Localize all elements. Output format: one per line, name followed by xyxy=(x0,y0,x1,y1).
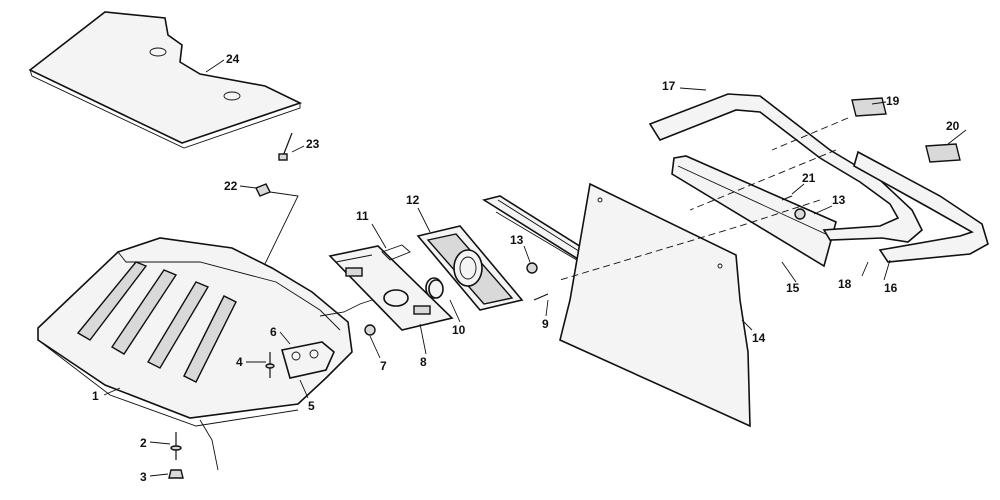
part-12-lens xyxy=(416,225,524,311)
callout-5: 5 xyxy=(308,399,315,413)
wire-harness xyxy=(319,297,379,317)
part-16-flap-ext xyxy=(853,150,989,263)
callout-23: 22 xyxy=(224,179,238,193)
callout-7: 7 xyxy=(380,359,387,373)
callout-10: 10 xyxy=(452,323,466,337)
callout-8: 8 xyxy=(420,355,427,369)
part-13-nut-left xyxy=(526,262,538,274)
callout-6: 6 xyxy=(270,325,277,339)
part-14-flap xyxy=(559,182,751,428)
leader-lines xyxy=(103,59,967,477)
callout-3: 3 xyxy=(140,470,147,484)
part-23-nut xyxy=(255,183,271,197)
callout-18: 18 xyxy=(838,277,852,291)
part-9-screw xyxy=(533,293,549,301)
part-7-grommet xyxy=(364,324,376,336)
align-line-19 xyxy=(771,117,849,151)
callout-9: 9 xyxy=(542,317,549,331)
part-15-support-bar xyxy=(671,155,837,268)
callout-2: 2 xyxy=(140,436,147,450)
callout-4: 4 xyxy=(236,355,243,369)
part-22-screw xyxy=(278,132,293,161)
callout-22: 23 xyxy=(306,137,320,151)
leader-23-to-base xyxy=(261,191,299,271)
part-21-bolt xyxy=(781,195,793,201)
part-11-gasket xyxy=(381,244,411,261)
part-13-nut-right xyxy=(794,208,806,220)
part-17-handle xyxy=(648,93,923,243)
part-1-housing xyxy=(37,237,353,471)
callout-labels: 24 23 22 1 2 3 4 5 6 7 8 9 10 11 12 13 1… xyxy=(92,52,960,484)
callout-21: 21 xyxy=(802,171,816,185)
callout-15: 15 xyxy=(786,281,800,295)
callout-16: 16 xyxy=(884,281,898,295)
callout-19: 19 xyxy=(886,94,900,108)
callout-1: 1 xyxy=(92,389,99,403)
part-19-decal xyxy=(851,97,887,117)
callout-24: 24 xyxy=(226,52,240,66)
callout-17: 17 xyxy=(662,79,676,93)
part-20-decal xyxy=(925,143,961,163)
callout-20: 20 xyxy=(946,119,960,133)
align-line-upper xyxy=(689,149,837,211)
callout-14: 14 xyxy=(752,331,766,345)
callout-13-left: 13 xyxy=(510,233,524,247)
part-10-bulb xyxy=(428,279,444,299)
part-5-socket xyxy=(280,341,335,379)
callout-11: 11 xyxy=(356,209,369,223)
part-2-bolt xyxy=(170,432,182,460)
part-4-screw xyxy=(265,352,275,378)
part-3-nut xyxy=(168,469,184,479)
callout-13-right: 13 xyxy=(832,193,846,207)
callout-12: 12 xyxy=(406,193,420,207)
part-24-plate xyxy=(28,11,303,149)
align-line-mid xyxy=(559,199,821,281)
